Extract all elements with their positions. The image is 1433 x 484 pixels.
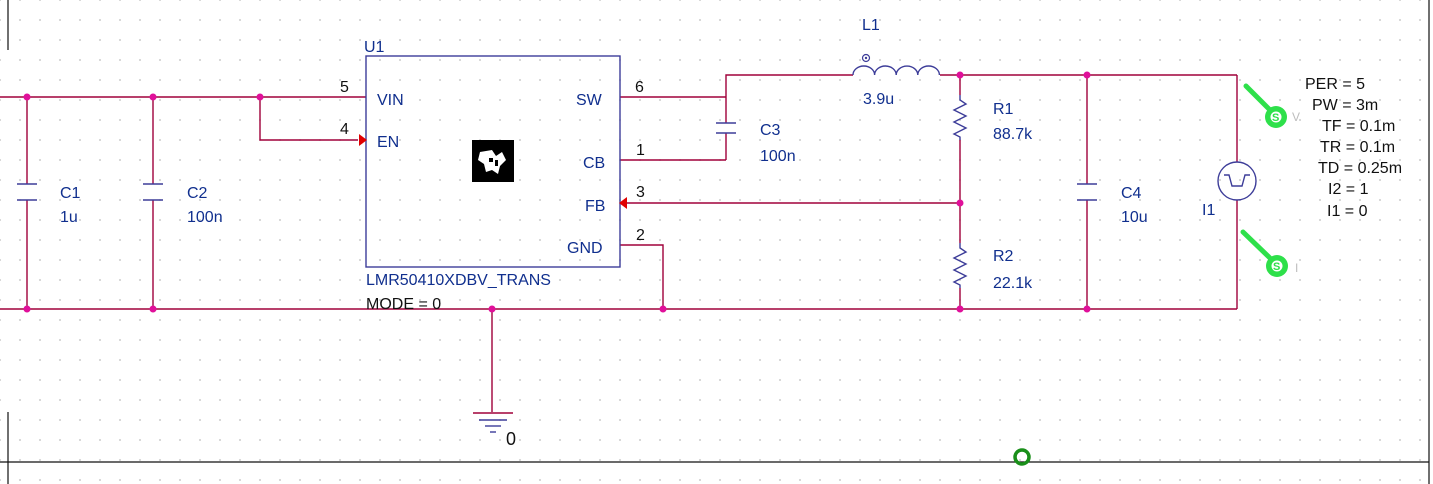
pin-gnd-num: 2 (636, 227, 645, 244)
c4-ref: C4 (1121, 185, 1142, 202)
pin-sw-num: 6 (635, 79, 644, 96)
inductor-l1[interactable]: L1 3.9u (852, 17, 941, 108)
wire-sw-l1 (725, 74, 853, 123)
voltage-probe[interactable]: S V (1243, 83, 1300, 128)
capacitor-c3[interactable]: C3 100n (716, 122, 796, 165)
i1-ref: I1 (1202, 202, 1215, 219)
capacitor-c1[interactable]: C1 1u (17, 183, 81, 226)
wire-gnd (620, 244, 664, 309)
junction-dot (149, 305, 157, 313)
pin-gnd-name: GND (567, 240, 603, 257)
junction-dot (659, 305, 667, 313)
wire-en (259, 97, 358, 141)
capacitor-c4[interactable]: C4 10u (1077, 183, 1148, 226)
pin-en-arrow (359, 134, 367, 146)
c2-value: 100n (187, 209, 223, 226)
pin-fb-name: FB (585, 198, 605, 215)
pin-en-name: EN (377, 134, 399, 151)
l1-value: 3.9u (863, 91, 894, 108)
c1-ref: C1 (60, 185, 81, 202)
capacitor-c2[interactable]: C2 100n (143, 183, 223, 226)
i1-param-tr: TR = 0.1m (1320, 139, 1395, 156)
current-probe-glyph: S (1273, 261, 1280, 273)
current-probe-label: I (1295, 261, 1298, 275)
junction-dot (23, 305, 31, 313)
pin-vin-name: VIN (377, 92, 404, 109)
r2-value: 22.1k (993, 275, 1033, 292)
current-source-i1[interactable]: I1 PER = 5 PW = 3m TF = 0.1m TR = 0.1m T… (1202, 76, 1402, 220)
junction-dot (1083, 71, 1091, 79)
ground-symbol[interactable]: 0 (473, 412, 516, 449)
junction-dot (956, 71, 964, 79)
junction-dot (488, 305, 496, 313)
ic-u1-body (365, 55, 621, 268)
i1-param-td: TD = 0.25m (1318, 160, 1402, 177)
pin-vin-num: 5 (340, 79, 349, 96)
i1-param-pw: PW = 3m (1312, 97, 1378, 114)
i1-param-i1: I1 = 0 (1327, 203, 1368, 220)
junction-dot (256, 93, 264, 101)
current-probe[interactable]: S I (1240, 229, 1298, 277)
resistor-r2[interactable]: R2 22.1k (952, 243, 1033, 292)
r1-ref: R1 (993, 101, 1014, 118)
ic-u1-mode: MODE = 0 (366, 296, 441, 313)
inductor-dot-icon (861, 53, 871, 63)
c2-ref: C2 (187, 185, 208, 202)
pulse-source-icon (1217, 161, 1257, 201)
junction-dot (23, 93, 31, 101)
c3-value: 100n (760, 148, 796, 165)
voltage-probe-glyph: S (1272, 112, 1279, 124)
c4-value: 10u (1121, 209, 1148, 226)
pin-cb-name: CB (583, 155, 605, 172)
wires[interactable] (0, 74, 1238, 412)
ic-u1-model: LMR50410XDBV_TRANS (366, 272, 551, 289)
pin-fb-num: 3 (636, 184, 645, 201)
r1-value: 88.7k (993, 126, 1033, 143)
junction-dot (956, 199, 964, 207)
c3-ref: C3 (760, 122, 781, 139)
pin-fb-arrow (619, 197, 627, 209)
junctions (23, 71, 1091, 313)
marker-ring-icon[interactable] (1013, 448, 1031, 466)
i1-param-per: PER = 5 (1305, 76, 1365, 93)
ic-u1[interactable]: U1 LMR50410XDBV_TRANS MODE = 0 VIN 5 EN … (340, 39, 645, 313)
pin-sw-name: SW (576, 92, 603, 109)
i1-param-i2: I2 = 1 (1328, 181, 1369, 198)
c1-value: 1u (60, 209, 78, 226)
pin-cb-num: 1 (636, 142, 645, 159)
ground-label: 0 (506, 429, 516, 449)
voltage-probe-label: V (1292, 110, 1300, 124)
pin-en-num: 4 (340, 121, 349, 138)
junction-dot (956, 305, 964, 313)
i1-param-tf: TF = 0.1m (1322, 118, 1395, 135)
junction-dot (149, 93, 157, 101)
l1-ref: L1 (862, 17, 880, 34)
resistor-r1[interactable]: R1 88.7k (952, 95, 1033, 143)
i1-params: PER = 5 PW = 3m TF = 0.1m TR = 0.1m TD =… (1305, 76, 1402, 220)
r2-ref: R2 (993, 248, 1014, 265)
junction-dot (1083, 305, 1091, 313)
ti-logo-icon (472, 140, 514, 182)
ic-u1-ref: U1 (364, 39, 385, 56)
